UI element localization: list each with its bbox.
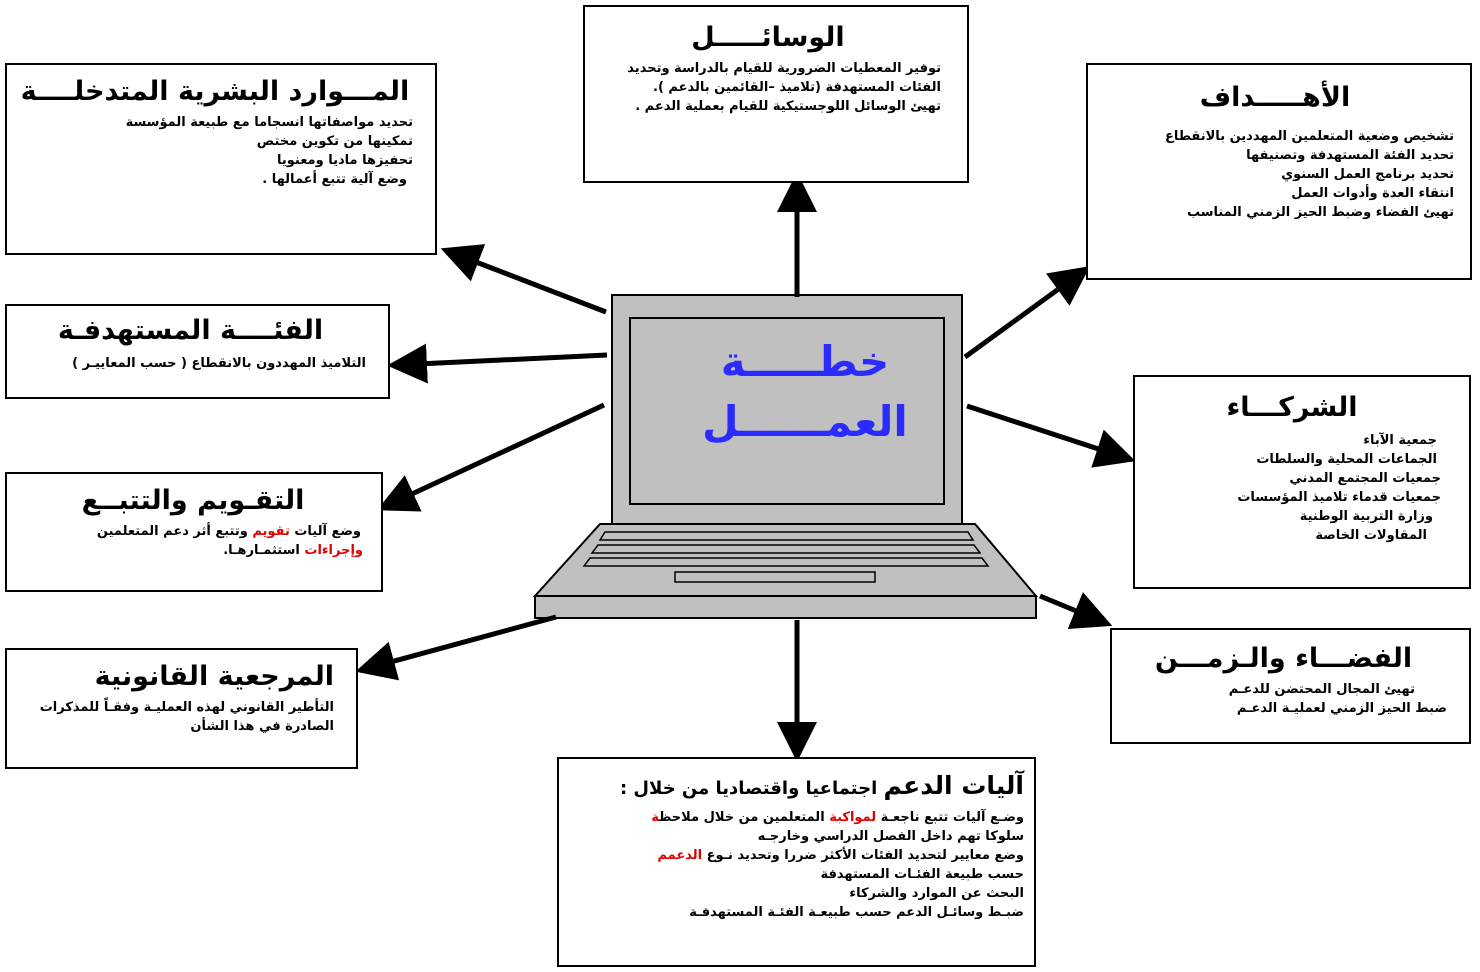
- plan-title: خطـــــة العمــــــل: [680, 332, 930, 452]
- target-group-line: التلاميذ المهددون بالانقطاع ( حسب المعاي…: [72, 356, 366, 371]
- space-time-line: تهيئ المجال المحتضن للدعـم: [1228, 682, 1415, 697]
- support-line: سلوكا تهم داخل الفصل الدراسي وخارجـه: [757, 829, 1024, 844]
- keyboard-row: [590, 544, 982, 554]
- evaluation-text: استثمـارهـا.: [223, 543, 305, 558]
- evaluation-text: وتتبع أثر دعم المتعلمين: [96, 524, 253, 539]
- arrow-to-evaluation: [376, 402, 606, 512]
- support-title: آليات الدعم اجتماعيا واقتصاديا من خلال :: [565, 771, 1024, 804]
- human-resources-title: المـــوارد البشرية المتدخلــــة: [20, 76, 410, 107]
- space-time-box: الفضـــاء والـزمـــن تهيئ المجال المحتضن…: [1110, 628, 1471, 744]
- evaluation-line: وضع آليات تقويم وتتبع أثر دعم المتعلمين: [15, 522, 371, 541]
- laptop-icon: [532, 294, 1039, 619]
- target-group-box: الفئــــة المستهدفـة التلاميذ المهددون ب…: [5, 304, 390, 399]
- evaluation-text: وضع آليات: [289, 524, 361, 539]
- support-text: وضع معايير لتحديد الفئات الأكثر ضررا وتح…: [702, 848, 1024, 863]
- human-resources-line: تحديد مواصفاتها انسجاما مع طبيعة المؤسسة: [125, 115, 413, 130]
- support-line: ضبـط وسائـل الدعم حسب طبيعـة الفئـة المس…: [689, 905, 1024, 920]
- legal-box: المرجعية القانونية التأطير القانوني لهذه…: [5, 648, 358, 769]
- goals-line: تحديد برنامج العمل السنوي: [1281, 167, 1454, 182]
- legal-line: التأطير القانوني لهذه العمليـة وفقـاً لل…: [39, 700, 334, 715]
- means-line: تهيئ الوسائل اللوجستيكية للقيام بعملية ا…: [635, 99, 941, 114]
- goals-line: تحديد الفئة المستهدفة وتصنيفها: [1246, 148, 1454, 163]
- partners-line: وزارة التربية الوطنية: [1299, 509, 1433, 524]
- laptop-base: [534, 595, 1037, 619]
- support-text: المتعلمين من خلال ملاحظ: [659, 810, 830, 825]
- evaluation-highlight: وإجراءات: [304, 543, 363, 558]
- goals-title: الأهـــــداف: [1199, 82, 1351, 113]
- laptop-touchpad: [674, 571, 876, 583]
- goals-line: تهيئ الفضاء وضبط الحيز الزمني المناسب: [1186, 205, 1454, 220]
- partners-line: جمعية الآباء: [1363, 433, 1437, 448]
- support-highlight: الدعمم: [657, 848, 703, 863]
- evaluation-box: التقـويم والتتبــع وضع آليات تقويم وتتبع…: [5, 472, 383, 592]
- goals-box: الأهـــــداف تشخيص وضعية المتعلمين المهد…: [1086, 63, 1472, 280]
- plan-title-line2: العمــــــل: [702, 397, 908, 446]
- evaluation-highlight: تقويم: [252, 524, 290, 539]
- legal-title: المرجعية القانونية: [94, 661, 334, 692]
- human-resources-line: تمكينها من تكوين مختص: [256, 134, 413, 149]
- space-time-title: الفضـــاء والـزمـــن: [1154, 643, 1413, 674]
- goals-line: تشخيص وضعية المتعلمين المهددين بالانقطاع: [1164, 129, 1454, 144]
- connector-arrows: [355, 172, 1136, 762]
- support-line: وضع معايير لتحديد الفئات الأكثر ضررا وتح…: [565, 846, 1024, 865]
- support-text: وضـع آليات تتبع ناجعـة: [876, 810, 1024, 825]
- plan-title-line1: خطـــــة: [720, 337, 890, 386]
- arrow-to-space-time: [1039, 592, 1113, 630]
- partners-title: الشركـــاء: [1226, 392, 1358, 423]
- support-line: وضـع آليات تتبع ناجعـة لمواكبة المتعلمين…: [565, 808, 1024, 827]
- arrow-to-goals: [963, 266, 1091, 360]
- means-line: توفير المعطيات الضرورية للقيام بالدراسة …: [627, 61, 941, 76]
- partners-line: الجماعات المحلية والسلطات: [1256, 452, 1437, 467]
- support-line: حسب طبيعة الفئـات المستهدفة: [820, 867, 1024, 882]
- arrow-to-human-resources: [440, 244, 607, 315]
- goals-line: انتقاء العدة وأدوات العمل: [1291, 186, 1454, 201]
- arrow-to-partners: [966, 403, 1136, 468]
- human-resources-line: تحفيزها ماديا ومعنويا: [277, 153, 413, 168]
- keyboard-row: [582, 557, 990, 567]
- support-box: آليات الدعم اجتماعيا واقتصاديا من خلال :…: [557, 757, 1036, 967]
- support-highlight: لمواكبة: [829, 810, 877, 825]
- laptop-screen: [629, 317, 945, 505]
- partners-line: جمعيات المجتمع المدني: [1289, 471, 1441, 486]
- arrow-to-legal: [355, 614, 557, 681]
- partners-line: جمعيات قدماء تلاميذ المؤسسات: [1237, 490, 1441, 505]
- space-time-line: ضبط الحيز الزمني لعمليـة الدعـم: [1236, 701, 1447, 716]
- partners-box: الشركـــاء جمعية الآباء الجماعات المحلية…: [1133, 375, 1471, 589]
- means-line: الفئات المستهدفة (تلاميذ –القائمين بالدع…: [653, 80, 941, 95]
- arrow-to-target-group: [387, 343, 608, 384]
- support-line: البحث عن الموارد والشركاء: [849, 886, 1024, 901]
- keyboard-row: [598, 531, 975, 541]
- evaluation-title: التقـويم والتتبــع: [81, 485, 305, 516]
- support-highlight: ة: [651, 810, 660, 825]
- support-title-rest: اجتماعيا واقتصاديا من خلال :: [619, 778, 884, 799]
- evaluation-line: وإجراءات استثمـارهـا.: [15, 541, 371, 560]
- legal-line: الصادرة في هذا الشأن: [190, 719, 334, 734]
- means-title: الوسائـــــل: [691, 22, 845, 53]
- human-resources-box: المـــوارد البشرية المتدخلــــة تحديد مو…: [5, 63, 437, 255]
- target-group-title: الفئــــة المستهدفـة: [57, 315, 324, 346]
- support-title-main: آليات الدعم: [883, 771, 1024, 800]
- human-resources-line: وضع آلية تتبع أعمالها .: [262, 172, 407, 187]
- means-box: الوسائـــــل توفير المعطيات الضرورية للق…: [583, 5, 969, 183]
- partners-line: المقاولات الخاصة: [1315, 528, 1427, 543]
